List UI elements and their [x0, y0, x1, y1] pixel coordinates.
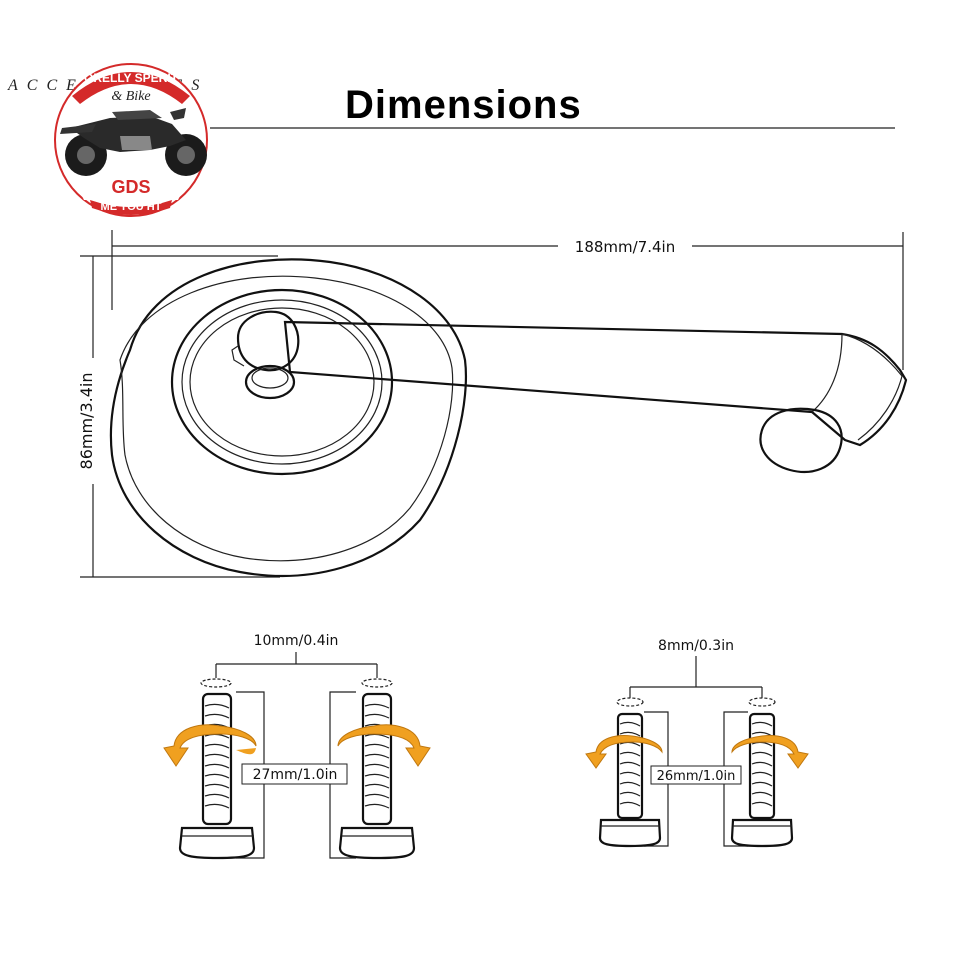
left-pitch-label: 10mm/0.4in — [254, 633, 339, 649]
boss-ring-mid — [181, 299, 383, 465]
mirror-arm — [283, 320, 908, 447]
right-length-label: 26mm/1.0in — [657, 769, 736, 784]
thread-mark-icon — [361, 678, 393, 688]
motorcycle-icon — [60, 108, 207, 176]
mirror-drawing: 188mm/7.4in 86mm/3.4in — [77, 230, 908, 578]
mount-cap — [759, 407, 843, 474]
bolt-icon — [730, 712, 794, 848]
thread-mark-icon — [748, 697, 776, 707]
boss-ring-outer — [170, 288, 394, 476]
page-title: Dimensions — [345, 83, 582, 127]
logo-badge: GDS — [111, 177, 150, 197]
thread-mark-icon — [200, 678, 232, 688]
left-length-label: 27mm/1.0in — [253, 767, 338, 783]
logo-arc-banner — [72, 72, 190, 104]
logo-script-text: & Bike — [111, 89, 150, 104]
logo-slogan: ME YOU HT — [101, 201, 162, 213]
header: ACCESSORIES Dimensions — [7, 77, 895, 129]
bolt-pair-right: 8mm/0.3in 26mm/1.0in — [585, 638, 809, 848]
brand-logo: ORELLY SPERIT & Bike GDS ME YOU HT — [54, 63, 208, 217]
swivel-collar — [244, 364, 296, 400]
rotate-arrow-icon — [731, 735, 809, 769]
arm-underside — [811, 333, 843, 413]
rotate-arrow-icon — [585, 735, 663, 769]
rotate-arrow-icon — [337, 724, 431, 767]
swivel-nut — [236, 310, 300, 372]
right-pitch-label: 8mm/0.3in — [658, 638, 734, 654]
bolt-icon — [598, 712, 662, 848]
rotate-arrow-icon — [163, 724, 257, 767]
mirror-edge — [109, 258, 468, 578]
height-label: 86mm/3.4in — [77, 373, 96, 470]
logo-ribbon-lower — [90, 200, 172, 215]
logo-ribbon — [78, 176, 184, 200]
arm-knuckle — [841, 333, 903, 441]
mirror-rim — [119, 275, 454, 562]
thread-mark-icon — [616, 697, 644, 707]
boss-ring-inner — [189, 307, 375, 457]
width-label: 188mm/7.4in — [575, 238, 675, 256]
bolt-pair-left: 10mm/0.4in 27mm/1.0in — [163, 633, 431, 860]
logo-arc-text: ORELLY SPERIT — [84, 71, 179, 85]
bolt-icon — [338, 692, 416, 860]
